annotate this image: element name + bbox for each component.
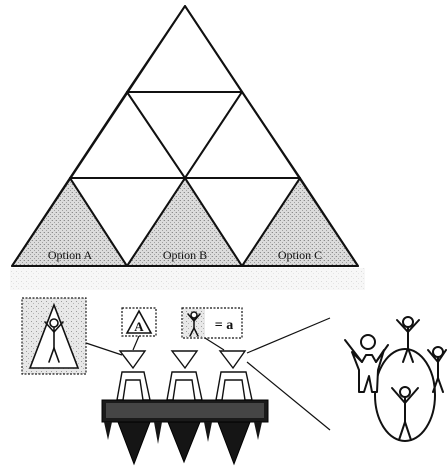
left-person-box: [22, 298, 86, 374]
figure-triangle-icon: [220, 351, 245, 368]
person-icon: [345, 335, 388, 392]
option-b-label: Option B: [163, 248, 207, 262]
figure-legs: [118, 422, 150, 464]
figure-legs: [218, 422, 250, 464]
figure-triangle-icon: [120, 351, 145, 368]
figure-body: [167, 372, 202, 400]
figure-triangle-icon: [172, 351, 197, 368]
pyramid-apex: [127, 6, 242, 92]
person-icon: [397, 317, 419, 362]
figure-body: [117, 372, 150, 400]
option-a-label: Option A: [48, 248, 93, 262]
table-bar-texture: [106, 403, 264, 418]
figure-legs: [168, 422, 200, 462]
option-pyramid: [12, 6, 358, 266]
circle-of-people: [345, 317, 446, 441]
triangle-letter: A: [134, 319, 144, 334]
group-of-three-figures: [102, 351, 268, 464]
figure-body: [216, 372, 252, 400]
pyramid-shadow-speckle: [10, 268, 365, 290]
person-icon: [392, 387, 418, 440]
equation-text: = a: [215, 318, 233, 333]
option-c-label: Option C: [278, 248, 322, 262]
